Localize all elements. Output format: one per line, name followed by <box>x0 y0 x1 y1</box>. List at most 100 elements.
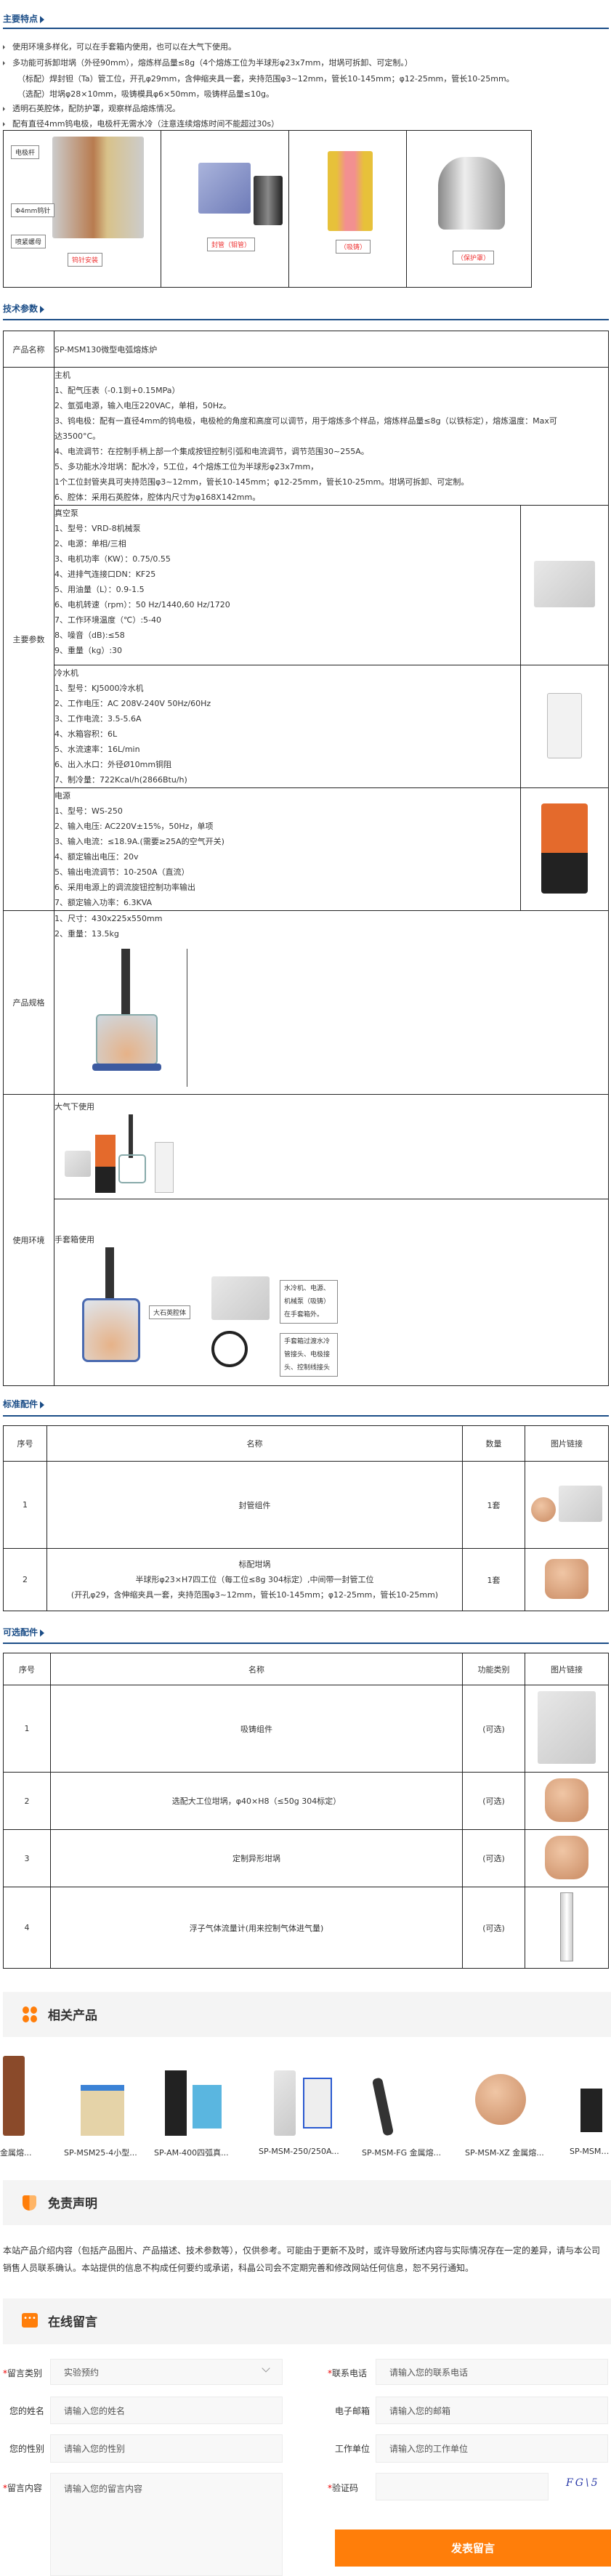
gender-input[interactable]: 请输入您的性别 <box>50 2434 283 2463</box>
form-phone_label: 联系电话 <box>332 2368 368 2378</box>
company-input[interactable]: 请输入您的工作单位 <box>376 2434 608 2463</box>
category-label: *留言类别 <box>3 2367 42 2379</box>
vacuum-pump-image <box>534 561 595 607</box>
features-image_labels-1: Φ4mm钨针 <box>11 203 55 217</box>
related-title: 相关产品 <box>48 2009 97 2023</box>
tech-power-6: 6、采用电源上的调流旋钮控制功率输出 <box>54 883 195 892</box>
divider <box>3 319 609 320</box>
tech-title: 技术参数 <box>3 302 45 315</box>
optional-rows-0-name: 吸铸组件 <box>50 1685 463 1773</box>
tech-env_notes-1: 水冷机、电源、机械泵（吸铸）在手套箱外。 <box>280 1280 338 1324</box>
features-title: 主要特点 <box>3 12 45 25</box>
tech-spec-0: 1、尺寸：430x225x550mm <box>54 914 163 923</box>
standard-headers-3: 图片链接 <box>525 1425 609 1462</box>
standard-rows-1-no: 2 <box>3 1548 47 1611</box>
suction-cast-kit-image <box>538 1691 596 1764</box>
name-input[interactable]: 请输入您的姓名 <box>50 2397 283 2424</box>
optional-headers-3: 图片链接 <box>525 1653 609 1685</box>
optional-rows-3-no: 4 <box>3 1887 51 1969</box>
form-captcha_label: 验证码 <box>332 2483 359 2493</box>
tech-title: 技术参数 <box>3 304 39 314</box>
email-input[interactable]: 请输入您的邮箱 <box>376 2397 608 2424</box>
related-product[interactable] <box>156 2049 242 2143</box>
related-product-name[interactable]: SP-MSM-250/250A... <box>259 2147 339 2156</box>
related-product[interactable] <box>570 2049 611 2143</box>
tech-spec-1: 2、重量：13.5kg <box>54 929 119 939</box>
tech-chiller-6: 6、出入水口：外径Ø10mm铜阻 <box>54 760 172 769</box>
form-required_mark: * <box>3 2483 7 2493</box>
triangle-icon <box>40 305 45 313</box>
captcha-image[interactable]: FG\5 <box>566 2477 600 2489</box>
related-product-name[interactable]: SP-MSM25-4小型... <box>64 2148 137 2158</box>
tech-chiller-3: 3、工作电流：3.5-5.6A <box>54 714 142 724</box>
message-textarea[interactable]: 请输入您的留言内容 <box>50 2473 283 2576</box>
standard-rows-1-name-2: (开孔φ29，含伸缩夹具一套，夹持范围φ3~12mm，管长10-145mm；φ1… <box>70 1590 439 1600</box>
form-message_placeholder: 请输入您的留言内容 <box>64 2484 143 2494</box>
optional-rows-1-name: 选配大工位坩埚，φ40×H8（≤50g 304标定） <box>50 1772 463 1830</box>
feature-item: （标配）焊封钽（Ta）管工位，开孔φ29mm，含伸缩夹具一套，夹持范围φ3~12… <box>17 73 514 84</box>
features-items-4: 透明石英腔体，配防护罩，观察样品熔炼情况。 <box>12 104 180 113</box>
caption-suction-cast: （吸铸） <box>336 240 371 254</box>
suction-cast-image <box>328 151 373 231</box>
bullet-icon <box>3 45 5 49</box>
triangle-icon <box>40 15 45 23</box>
tech-chiller-4: 4、水箱容积：6L <box>54 729 118 739</box>
form-title: 在线留言 <box>48 2315 97 2330</box>
feature-item: 配有直径4mm钨电极，电极杆无需水冷（注意连续熔炼时间不能超过30s） <box>3 118 279 129</box>
phone-label: *联系电话 <box>328 2367 367 2379</box>
divider <box>3 1643 609 1644</box>
submit-button[interactable]: 发表留言 <box>335 2530 611 2567</box>
captcha-input[interactable] <box>376 2473 549 2500</box>
related-product-name[interactable]: SP-AM-400四弧真... <box>154 2148 229 2158</box>
tube-image <box>254 176 283 225</box>
clover-icon <box>23 2006 37 2022</box>
furnace-dimension-diagram <box>63 949 201 1094</box>
related-product[interactable] <box>3 2049 89 2143</box>
related-product-name[interactable]: SP-MSM2... <box>570 2147 611 2156</box>
tech-power-1: 1、型号：WS-250 <box>54 806 123 816</box>
related-product[interactable] <box>363 2049 449 2143</box>
feature-item: 多功能可拆卸坩埚（外径90mm），熔炼样品量≤8g（4个熔炼工位为半球形φ23x… <box>3 57 413 68</box>
standard-rows-1-qty: 1套 <box>462 1548 525 1611</box>
tech-host-8: 6、腔体：采用石英腔体，腔体内尺寸为φ168X142mm。 <box>54 493 261 502</box>
phone-input[interactable]: 请输入您的联系电话 <box>376 2359 608 2385</box>
standard-rows-1-name-1: 半球形φ23×H7四工位（每工位≤8g 304标定）,中间带一封管工位 <box>135 1575 374 1584</box>
tech-vacuum-6: 6、电机转速（rpm）：50 Hz/1440,60 Hz/1720 <box>54 600 230 609</box>
form-required_mark: * <box>3 2368 7 2378</box>
related-product-name[interactable]: SP-MSM-FG 金属熔... <box>362 2148 442 2158</box>
tech-chiller-2: 2、工作电压：AC 208V-240V 50Hz/60Hz <box>54 699 211 708</box>
table-row: 2 标配坩埚半球形φ23×H7四工位（每工位≤8g 304标定）,中间带一封管工位… <box>3 1548 609 1611</box>
tech-name_value: SP-MSM130微型电弧熔炼炉 <box>54 331 609 368</box>
tech-vacuum-9: 9、重量（kg）:30 <box>54 646 123 655</box>
feature-item: 透明石英腔体，配防护罩，观察样品熔炼情况。 <box>3 102 180 114</box>
feature-images-table: 电极杆 Φ4mm钨针 喷紧螺母 钨针安装 封管（钼管） （吸铸） （保护罩） <box>3 130 532 288</box>
features-title: 主要特点 <box>3 14 39 24</box>
related-product[interactable] <box>466 2049 552 2143</box>
related-product[interactable] <box>259 2049 345 2143</box>
tech-env_glove: 手套箱使用 <box>54 1235 94 1244</box>
optional-headers-0: 序号 <box>3 1653 51 1685</box>
message-header: ••• 在线留言 <box>3 2298 611 2344</box>
category-select[interactable]: 实验预约 <box>50 2359 283 2385</box>
tech-chiller-7: 7、制冷量：722Kcal/h(2866Btu/h) <box>54 775 187 785</box>
tech-host-4: 达3500°C。 <box>54 432 101 441</box>
tech-vacuum-4: 4、进排气连接口DN：KF25 <box>54 570 156 579</box>
related-product-name[interactable]: SP-MSM-XZ 金属熔... <box>465 2148 544 2158</box>
gender-label: 您的性别 <box>9 2444 45 2454</box>
standard-rows-0-no: 1 <box>3 1461 47 1549</box>
tech-chiller-0: 冷水机 <box>54 668 78 678</box>
standard-rows-1-name-0: 标配坩埚 <box>238 1560 271 1569</box>
related-header: 相关产品 <box>3 1992 611 2037</box>
seal-tube-assembly-image <box>531 1497 557 1522</box>
tech-host-2: 2、氩弧电源，输入电压220VAC，单相，50Hz。 <box>54 401 231 410</box>
related-product[interactable] <box>76 2049 162 2143</box>
form-company_placeholder: 请输入您的工作单位 <box>389 2444 469 2454</box>
tech-main_label: 主要参数 <box>3 367 54 911</box>
tech-chiller-5: 5、水流速率：16L/min <box>54 745 140 754</box>
tungsten-needle-image <box>52 137 144 238</box>
optional-rows-1-cat: (可选) <box>462 1772 525 1830</box>
tech-vacuum-5: 5、用油量（L）：0.9-1.5 <box>54 585 145 594</box>
